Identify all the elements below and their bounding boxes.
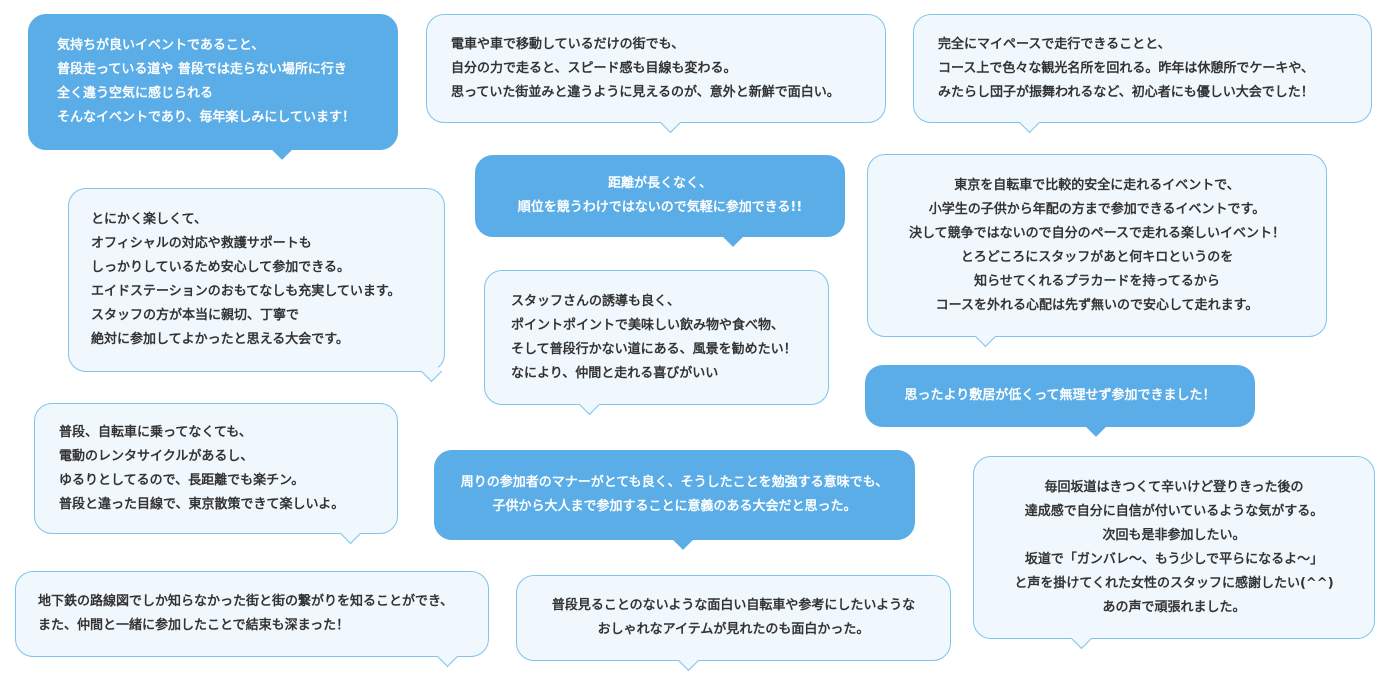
testimonial-line: 自分の力で走ると、スピード感も目線も変わる。 xyxy=(451,60,737,76)
testimonial-line: 坂道で「ガンバレ〜、もう少しで平らになるよ〜」 xyxy=(1024,551,1324,567)
testimonial-line: 小学生の子供から年配の方まで参加できるイベントです。 xyxy=(928,201,1266,217)
bubble-tail xyxy=(659,111,682,134)
testimonial-line: 普段走っている道や 普段では走らない場所に行き xyxy=(57,62,347,77)
testimonial-line: また、仲間と一緒に参加したことで結束も深まった！ xyxy=(38,618,350,633)
bubble-tail xyxy=(436,645,459,668)
testimonial-line: しっかりしているため安心して参加できる。 xyxy=(91,260,350,275)
bubble-tail xyxy=(673,530,693,550)
testimonial-line: 地下鉄の路線図でしか知らなかった街と街の繋がりを知ることができ、 xyxy=(38,594,454,609)
testimonial-line: 電車や車で移動しているだけの街でも、 xyxy=(451,36,685,52)
testimonial-bubble: スタッフさんの誘導も良く、ポイントポイントで美味しい飲み物や食べ物、そして普段行… xyxy=(484,270,829,416)
testimonial-line: 普段、自転車に乗ってなくても、 xyxy=(59,424,252,440)
testimonial-line: 次回も是非参加したい。 xyxy=(1102,527,1246,543)
testimonial-line: とにかく楽しくて、 xyxy=(91,212,207,227)
testimonial-line: スタッフの方が本当に親切、丁寧で xyxy=(91,308,300,323)
testimonial-bubble: 距離が長くなく、順位を競うわけではないので気軽に参加できる!! xyxy=(475,155,845,247)
testimonial-line: 決して競争ではないので自分のペースで走れる楽しいイベント！ xyxy=(909,225,1285,241)
testimonial-line: おしゃれなアイテムが見れたのも面白かった。 xyxy=(597,622,870,637)
testimonial-line: 思っていた街並みと違うように見えるのが、意外と新鮮で面白い。 xyxy=(451,84,840,100)
testimonial-line: と声を掛けてくれた女性のスタッフに感謝したい(^^) xyxy=(1014,575,1334,591)
testimonial-line: そして普段行かない道にある、風景を勧めたい！ xyxy=(511,341,797,357)
testimonial-line: オフィシャルの対応や救護サポートも xyxy=(91,236,312,251)
testimonial-line: エイドステーションのおもてなしも充実しています。 xyxy=(91,284,401,299)
testimonial-line: ポイントポイントで美味しい飲み物や食べ物、 xyxy=(511,317,785,333)
bubble-tail xyxy=(272,140,292,160)
testimonial-line: 思ったより敷居が低くって無理せず参加できました！ xyxy=(904,388,1216,403)
testimonial-bubble: とにかく楽しくて、オフィシャルの対応や救護サポートもしっかりしているため安心して… xyxy=(68,188,445,383)
bubble-tail xyxy=(1086,417,1106,437)
testimonial-line: とろどころにスタッフがあと何キロというのを xyxy=(960,249,1234,265)
testimonial-bubble: 普段見ることのないような面白い自転車や参考にしたいようなおしゃれなアイテムが見れ… xyxy=(516,575,951,672)
bubble-tail xyxy=(723,227,743,247)
testimonial-line: なにより、仲間と走れる喜びがいい xyxy=(511,365,719,381)
testimonial-bubble: 普段、自転車に乗ってなくても、電動のレンタサイクルがあるし、ゆるりとしてるので、… xyxy=(34,403,398,545)
testimonial-line: 普段見ることのないような面白い自転車や参考にしたいような xyxy=(551,598,916,613)
testimonial-line: 電動のレンタサイクルがあるし、 xyxy=(59,448,254,464)
testimonial-line: そんなイベントであり、毎年楽しみにしています！ xyxy=(57,110,355,125)
testimonial-line: みたらし団子が振舞われるなど、初心者にも優しい大会でした！ xyxy=(938,84,1314,100)
testimonial-line: 知らせてくれるプラカードを持ってるから xyxy=(974,273,1220,289)
bubble-tail xyxy=(1018,111,1041,134)
testimonial-line: コース上で色々な観光名所を回れる。昨年は休憩所でケーキや、 xyxy=(938,60,1314,76)
testimonial-line: 子供から大人まで参加することに意義のある大会だと思った。 xyxy=(492,499,857,514)
bubble-tail xyxy=(420,360,443,383)
testimonial-bubble: 東京を自転車で比較的安全に走れるイベントで、小学生の子供から年配の方まで参加でき… xyxy=(867,154,1327,348)
testimonial-bubble: 完全にマイペースで走行できることと、コース上で色々な観光名所を回れる。昨年は休憩… xyxy=(913,14,1372,134)
testimonial-line: 東京を自転車で比較的安全に走れるイベントで、 xyxy=(954,177,1240,193)
testimonial-bubble: 気持ちが良いイベントであること、普段走っている道や 普段では走らない場所に行き全… xyxy=(28,14,398,160)
testimonial-line: 距離が長くなく、 xyxy=(607,176,712,191)
testimonial-line: 毎回坂道はきつくて辛いけど登りきった後の xyxy=(1044,479,1304,495)
testimonial-line: コースを外れる心配は先ず無いので安心して走れます。 xyxy=(935,297,1259,313)
bubble-tail xyxy=(974,325,997,348)
testimonial-line: 完全にマイペースで走行できることと、 xyxy=(938,36,1171,52)
testimonial-line: 達成感で自分に自信が付いているような気がする。 xyxy=(1024,503,1324,519)
testimonial-line: スタッフさんの誘導も良く、 xyxy=(511,293,681,309)
testimonial-line: あの声で頑張れました。 xyxy=(1102,599,1246,615)
testimonial-bubble: 思ったより敷居が低くって無理せず参加できました！ xyxy=(865,365,1255,437)
bubble-tail xyxy=(1070,627,1093,650)
testimonial-line: 周りの参加者のマナーがとても良く、そうしたことを勉強する意味でも、 xyxy=(460,475,889,490)
bubble-tail xyxy=(339,522,362,545)
testimonial-line: 全く違う空気に感じられる xyxy=(57,86,214,101)
testimonial-line: 順位を競うわけではないので気軽に参加できる!! xyxy=(517,200,803,215)
testimonial-bubble: 地下鉄の路線図でしか知らなかった街と街の繋がりを知ることができ、また、仲間と一緒… xyxy=(15,571,489,668)
bubble-tail xyxy=(677,649,700,672)
testimonial-bubble: 毎回坂道はきつくて辛いけど登りきった後の達成感で自分に自信が付いているような気が… xyxy=(973,456,1375,650)
testimonial-line: 普段と違った目線で、東京散策できて楽しいよ。 xyxy=(59,496,345,512)
testimonial-line: 絶対に参加してよかったと思える大会です。 xyxy=(91,332,349,347)
bubble-tail xyxy=(578,393,601,416)
testimonial-line: ゆるりとしてるので、長距離でも楽チン。 xyxy=(59,472,305,488)
testimonial-line: 気持ちが良いイベントであること、 xyxy=(57,38,265,53)
testimonial-bubble: 電車や車で移動しているだけの街でも、自分の力で走ると、スピード感も目線も変わる。… xyxy=(426,14,886,134)
testimonial-bubble: 周りの参加者のマナーがとても良く、そうしたことを勉強する意味でも、子供から大人ま… xyxy=(434,450,915,550)
